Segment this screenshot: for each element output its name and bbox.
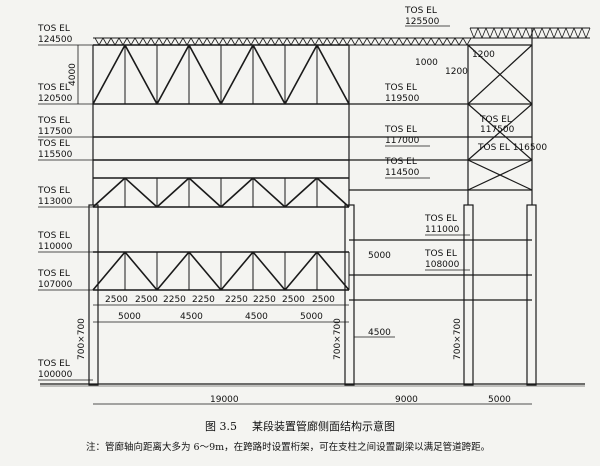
figure-note: 注：管廊轴向距离大多为 6～9m，在跨路时设置桁架，可在支柱之间设置副梁以满足管… [86,441,490,453]
figure-title: 某段装置管廊侧面结构示意图 [252,419,395,433]
bay-top-dim-1: 2500 [135,295,158,305]
elev-left-label-3: TOS EL [37,139,70,149]
elev-left-label-5: TOS EL [37,231,70,241]
elev-left-label-1: TOS EL [37,83,70,93]
bay-mid-dim-0: 5000 [118,312,141,322]
elev-mid-value-1: 117000 [385,136,420,146]
elev-right-value-0: 117500 [480,125,515,135]
bottom-dim-19000: 19000 [210,395,239,405]
elev-mid-value-2: 114500 [385,168,420,178]
bay-dims-top: 2500 2500 2250 2250 2250 2250 2500 2500 [93,295,349,306]
elev-right-value-1: TOS EL 116500 [477,143,547,153]
right-section-frame [467,28,537,386]
height-dim-4000: 4000 [68,63,78,86]
column-label-mid: 700×700 [333,318,343,360]
figure-number: 图 3.5 [205,420,237,433]
bay-mid-dim-2: 4500 [245,312,268,322]
top-dim-2: 1000 [415,58,438,68]
bay-top-dim-2: 2250 [163,295,186,305]
elev-left-value-1: 120500 [38,94,73,104]
truss-mid [92,177,350,208]
elev-left-value-2: 117500 [38,127,73,137]
truss-top [92,44,350,105]
elev-left-label-7: TOS EL [37,359,70,369]
elev-left-value-7: 100000 [38,370,73,380]
truss-low [92,251,350,291]
elev-mid-value-3: 111000 [425,225,460,235]
elev-left-label-6: TOS EL [37,269,70,279]
mid-dim-4500: 4500 [368,328,391,338]
elev-left-value-3: 115500 [38,150,73,160]
top-dim-1: 1200 [472,50,495,60]
elev-mid-label-4: TOS EL [424,249,457,259]
mid-dim-5000: 5000 [368,251,391,261]
elev-mid-label-3: TOS EL [424,214,457,224]
middle-section-frame [349,45,474,386]
elev-left-label-4: TOS EL [37,186,70,196]
column-label-right: 700×700 [453,318,463,360]
bay-top-dim-4: 2250 [225,295,248,305]
bay-top-dim-0: 2500 [105,295,128,305]
elev-mid-label-2: TOS EL [384,157,417,167]
elev-left-label-2: TOS EL [37,116,70,126]
bay-top-dim-6: 2500 [282,295,305,305]
elev-mid-value-0: 119500 [385,94,420,104]
top-lattice [93,27,591,46]
top-elev-value: 125500 [405,17,440,27]
bay-top-dim-7: 2500 [312,295,335,305]
bottom-dim-9000: 9000 [395,395,418,405]
elev-mid-label-1: TOS EL [384,125,417,135]
bay-top-dim-3: 2250 [192,295,215,305]
elev-left-value-4: 113000 [38,197,73,207]
elev-mid-value-4: 108000 [425,260,460,270]
bay-top-dim-5: 2250 [253,295,276,305]
bay-dims-mid: 5000 4500 4500 5000 [93,312,349,323]
elev-left-label-0: TOS EL [37,24,70,34]
elev-left-value-6: 107000 [38,280,73,290]
elev-mid-label-0: TOS EL [384,83,417,93]
top-elev-label: TOS EL [404,6,437,16]
bay-mid-dim-3: 5000 [300,312,323,322]
elev-left-value-5: 110000 [38,242,73,252]
elev-right-label-0: TOS EL [479,115,512,125]
bottom-dim-5000: 5000 [488,395,511,405]
top-dim-3: 1200 [445,67,468,77]
elev-left-value-0: 124500 [38,35,73,45]
bay-mid-dim-1: 4500 [180,312,203,322]
column-label-left: 700×700 [77,318,87,360]
